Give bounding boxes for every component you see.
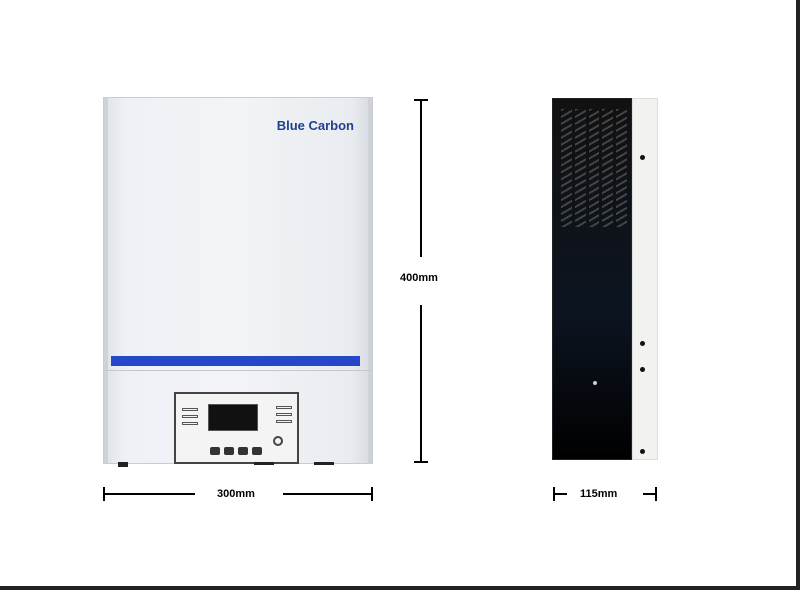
control-panel bbox=[174, 392, 299, 464]
inverter-front-view: Blue Carbon bbox=[103, 97, 373, 467]
side-rail bbox=[104, 98, 108, 463]
led-indicator bbox=[182, 422, 198, 425]
screw-hole bbox=[640, 155, 645, 160]
led-indicator bbox=[276, 413, 292, 416]
cover-seam bbox=[104, 370, 372, 371]
screw-hole bbox=[640, 341, 645, 346]
panel-button bbox=[210, 447, 220, 455]
screw-hole bbox=[640, 367, 645, 372]
foot bbox=[314, 462, 334, 465]
dimension-tick bbox=[371, 487, 373, 501]
foot bbox=[118, 462, 128, 467]
led-indicator bbox=[182, 408, 198, 411]
brand-logo: Blue Carbon bbox=[276, 118, 354, 133]
dimension-line bbox=[420, 305, 422, 462]
dimension-tick bbox=[655, 487, 657, 501]
dimension-line bbox=[420, 99, 422, 257]
screw-hole bbox=[593, 381, 597, 385]
dimension-tick bbox=[414, 461, 428, 463]
dimension-line bbox=[643, 493, 657, 495]
ventilation-slots bbox=[561, 109, 627, 227]
panel-button bbox=[238, 447, 248, 455]
mounting-bracket bbox=[632, 98, 658, 460]
foot bbox=[254, 462, 274, 465]
dimension-line bbox=[103, 493, 195, 495]
led-indicator bbox=[276, 406, 292, 409]
panel-button bbox=[252, 447, 262, 455]
led-indicator bbox=[276, 420, 292, 423]
width-label: 300mm bbox=[217, 488, 255, 500]
inverter-side-view bbox=[552, 98, 632, 460]
frame-border-bottom bbox=[0, 586, 800, 590]
frame-border-right bbox=[796, 0, 800, 590]
side-rail bbox=[368, 98, 372, 463]
dimension-line bbox=[283, 493, 373, 495]
blue-stripe bbox=[111, 356, 360, 366]
depth-label: 115mm bbox=[580, 488, 618, 500]
height-label: 400mm bbox=[400, 272, 438, 284]
dimension-line bbox=[553, 493, 567, 495]
screw-hole bbox=[640, 449, 645, 454]
power-knob-icon bbox=[273, 436, 283, 446]
led-indicator bbox=[182, 415, 198, 418]
panel-button bbox=[224, 447, 234, 455]
lcd-display bbox=[208, 404, 258, 431]
